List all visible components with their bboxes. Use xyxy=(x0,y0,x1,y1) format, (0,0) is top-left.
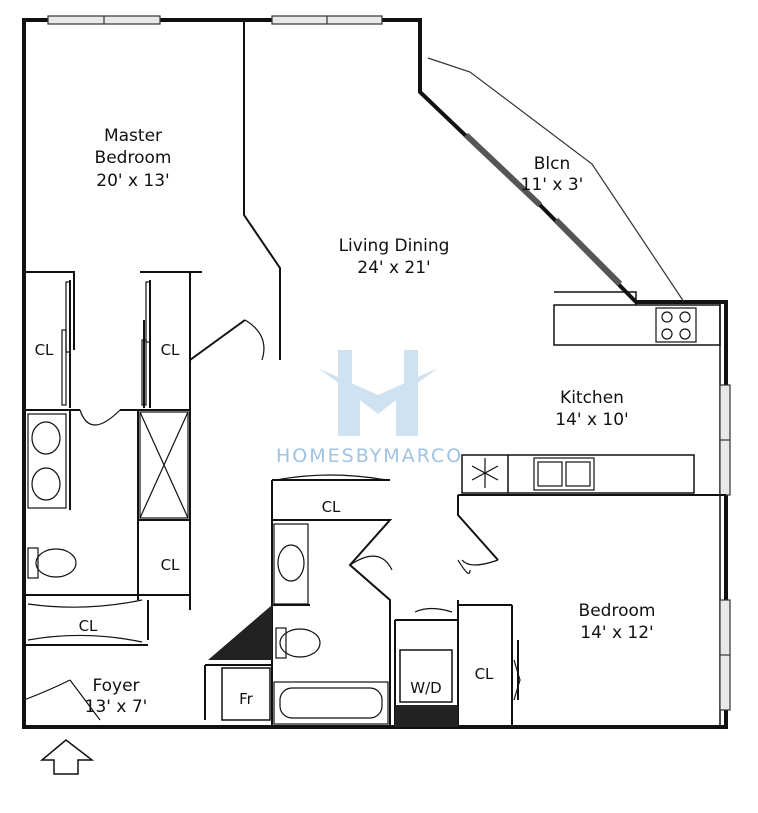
watermark-logo xyxy=(318,350,438,436)
door-swings xyxy=(23,319,499,721)
stove xyxy=(655,307,697,343)
sinks xyxy=(27,413,309,605)
closet-label-bedroom: CL xyxy=(475,665,494,683)
fridge-box xyxy=(221,667,271,721)
windows xyxy=(47,15,731,711)
foyer-size: 13' x 7' xyxy=(85,697,148,717)
master-bedroom-size: 20' x 13' xyxy=(96,171,169,191)
closet-doors xyxy=(27,281,521,701)
kitchen-sink xyxy=(533,457,595,491)
foyer-name: Foyer xyxy=(92,676,139,696)
kitchen-name: Kitchen xyxy=(560,388,624,408)
washer-dryer-label: W/D xyxy=(410,679,441,697)
balcony-size: 11' x 3' xyxy=(521,175,584,195)
master-bedroom-name-2: Bedroom xyxy=(95,148,172,168)
shaft-fills xyxy=(208,605,458,727)
bathtub xyxy=(273,681,389,725)
fridge-label: Fr xyxy=(239,690,254,708)
kitchen-counters xyxy=(461,291,721,494)
washer-dryer xyxy=(399,649,453,703)
closet-label-second-bath: CL xyxy=(322,498,341,516)
shower xyxy=(139,411,189,519)
watermark-text: HOMESBYMARCO xyxy=(276,445,463,467)
closet-label-bath: CL xyxy=(161,556,180,574)
master-bedroom-name-1: Master xyxy=(104,126,162,146)
entry-arrow-icon xyxy=(39,739,95,775)
living-dining-size: 24' x 21' xyxy=(357,258,430,278)
toilets xyxy=(27,547,321,659)
closet-label-master-right: CL xyxy=(161,341,180,359)
closet-label-master-left: CL xyxy=(35,341,54,359)
living-dining-name: Living Dining xyxy=(339,236,450,256)
balcony-outline xyxy=(427,57,685,303)
balcony-name: Blcn xyxy=(534,154,571,174)
kitchen-size: 14' x 10' xyxy=(555,410,628,430)
closet-label-hall: CL xyxy=(79,617,98,635)
bedroom-size: 14' x 12' xyxy=(580,623,653,643)
refrigerator-icon xyxy=(471,458,499,488)
bedroom-name: Bedroom xyxy=(579,601,656,621)
